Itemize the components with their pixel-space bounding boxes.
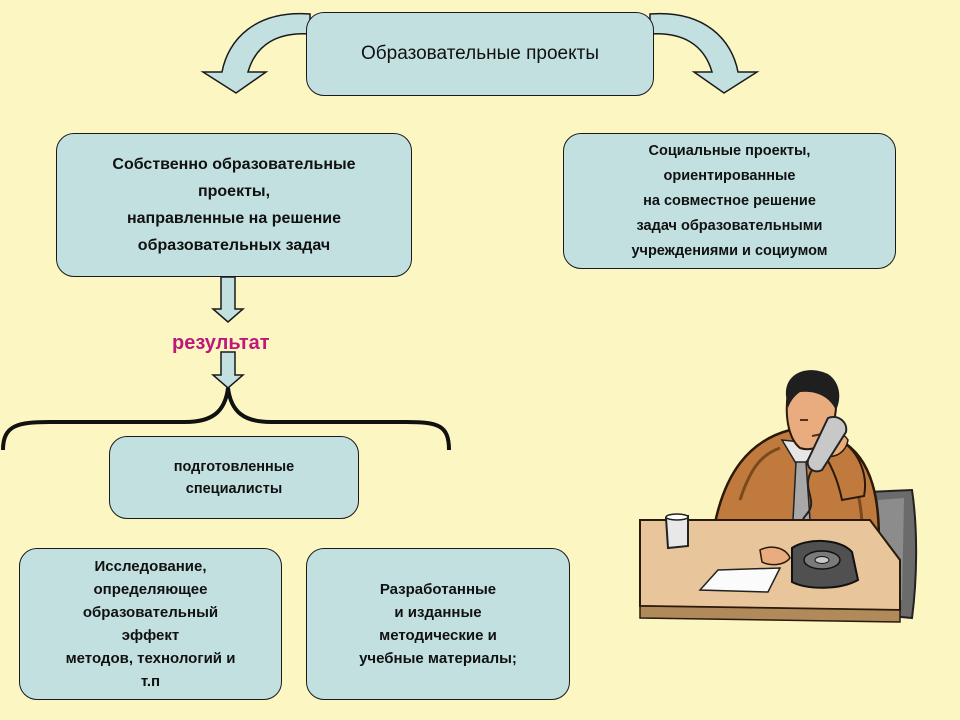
curved-arrow-right: [649, 12, 760, 94]
materials-text: Разработанные и изданные методические и …: [359, 581, 517, 667]
materials-box: Разработанные и изданные методические и …: [306, 548, 570, 700]
social-projects-text: Социальные проекты, ориентированные на с…: [631, 142, 828, 259]
title-text: Образовательные проекты: [361, 43, 599, 64]
research-text: Исследование, определяющее образовательн…: [65, 558, 236, 690]
specialists-box: подготовленные специалисты: [109, 436, 359, 519]
curved-arrow-left: [200, 12, 311, 94]
curly-brace: [1, 387, 451, 451]
result-label: результат: [172, 332, 270, 354]
down-arrow-2: [210, 351, 246, 389]
down-arrow-1: [210, 276, 246, 323]
phone-handset: [806, 416, 848, 473]
paper-sheet: [698, 567, 782, 593]
educational-projects-box: Собственно образовательные проекты, напр…: [56, 133, 412, 277]
mug: [664, 514, 689, 550]
title-box: Образовательные проекты: [306, 12, 654, 96]
specialists-text: подготовленные специалисты: [173, 458, 295, 497]
social-projects-box: Социальные проекты, ориентированные на с…: [563, 133, 896, 269]
educational-projects-text: Собственно образовательные проекты, напр…: [112, 156, 356, 254]
research-box: Исследование, определяющее образовательн…: [19, 548, 282, 700]
